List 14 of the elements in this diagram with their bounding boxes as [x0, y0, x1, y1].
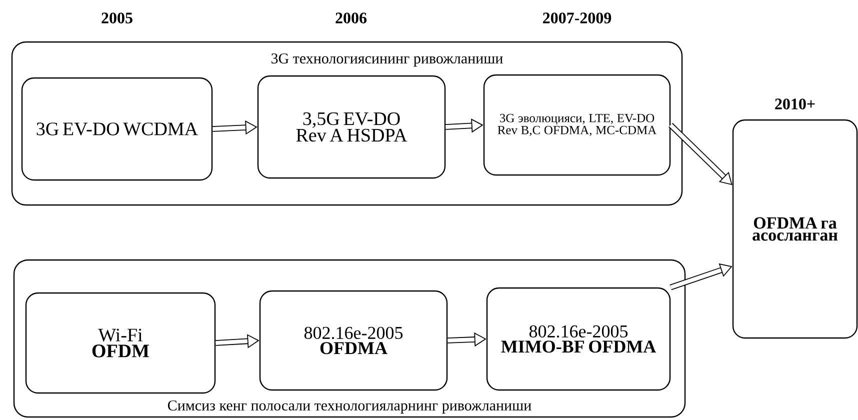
process-box: 802.16e-2005 OFDMA — [259, 290, 448, 391]
year-label: 2010+ — [775, 98, 815, 110]
group-heading: 3G технологиясининг ривожланиши — [272, 53, 503, 67]
year-label: 2006 — [336, 12, 367, 24]
group-heading: Симсиз кенг полосали технологияларнинг ривожланиши — [168, 400, 532, 414]
arrow — [670, 263, 732, 290]
process-box: OFDMA га асосланган — [732, 119, 858, 339]
year-label: 2005 — [102, 12, 132, 24]
year-label: 2007-2009 — [543, 12, 612, 24]
process-box: 3,5G EV-DO Rev A HSDPA — [257, 75, 446, 179]
process-box: 3G EV-DO WCDMA — [21, 77, 213, 181]
process-box: 3G эволюцияси, LTE, EV-DO Rev B,C OFDMA, MC-CDMA — [483, 74, 671, 176]
process-box: Wi-Fi OFDM — [25, 292, 216, 394]
process-box: 802.16e-2005 MIMO-BF OFDMA — [486, 287, 671, 391]
